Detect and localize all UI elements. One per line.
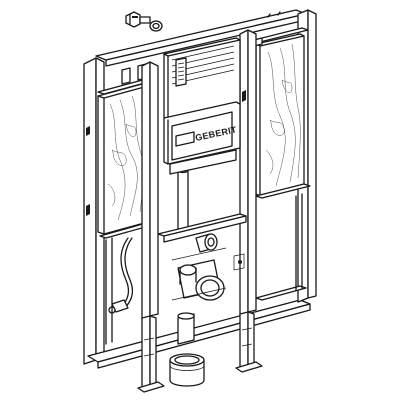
seal-ring-icon — [149, 20, 163, 32]
center-right-post — [239, 29, 257, 317]
right-wood-board — [255, 33, 305, 197]
supply-elbow — [195, 233, 218, 253]
left-wood-board — [97, 83, 149, 235]
lower-left-brace — [105, 237, 113, 345]
lower-right-brace — [255, 193, 307, 301]
drain-sleeve — [169, 353, 205, 387]
drain-outlet — [177, 312, 195, 345]
actuator-plate: GEBERIT — [163, 101, 241, 165]
middle-cross-brace — [157, 213, 247, 243]
left-leg — [137, 315, 165, 393]
center-left-post — [141, 61, 159, 321]
angle-valve-icon — [125, 11, 151, 28]
right-rails — [253, 27, 311, 199]
supply-hose — [108, 237, 134, 314]
right-leg — [235, 311, 263, 373]
drain-bend — [171, 247, 245, 301]
